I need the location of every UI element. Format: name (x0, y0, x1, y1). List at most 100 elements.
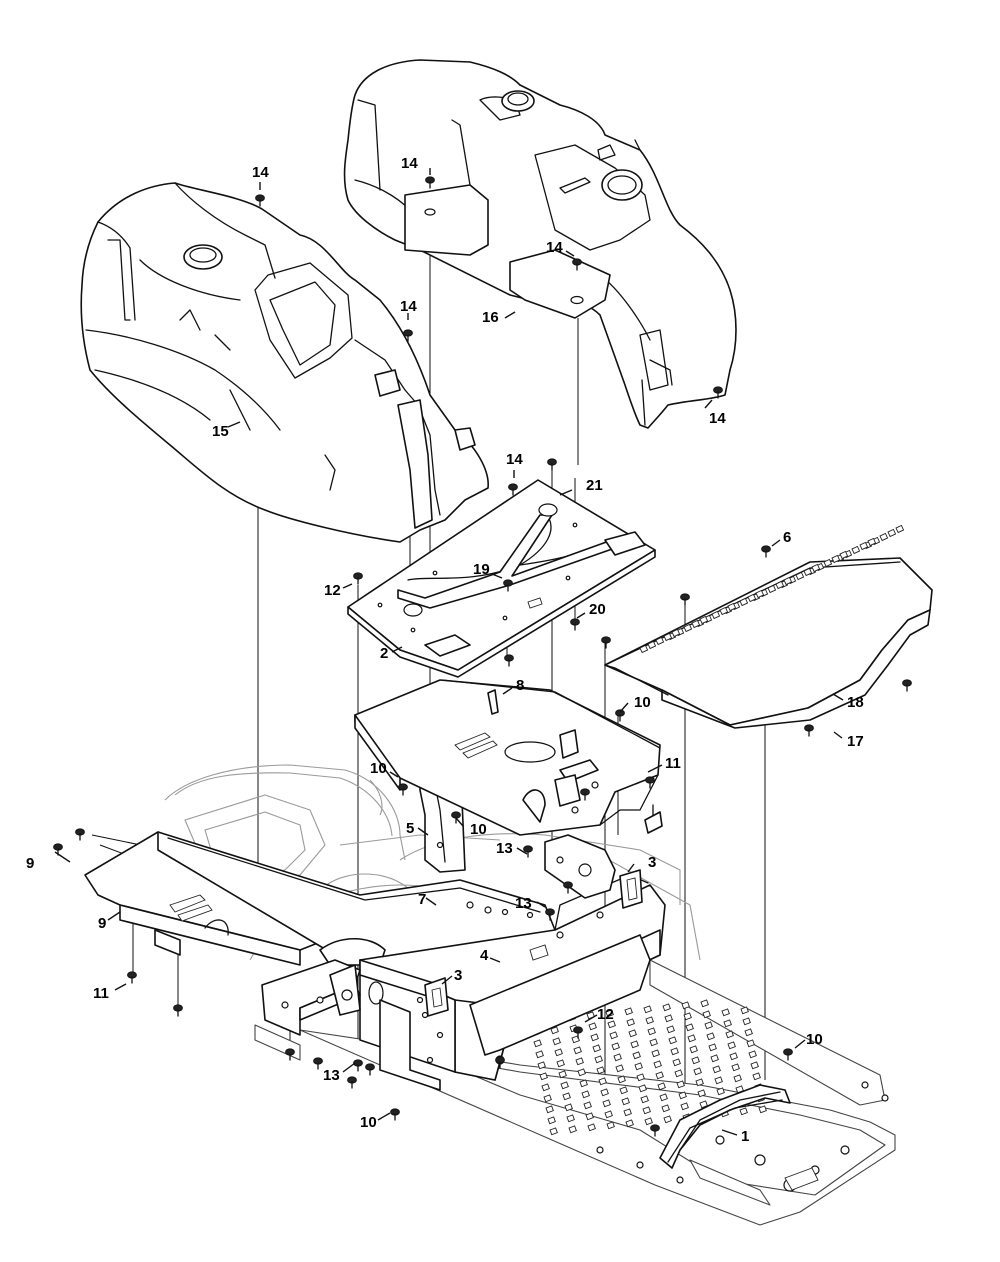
mesh-hole (752, 1072, 761, 1081)
bolt-icon (353, 1059, 363, 1072)
middle-plate-part-8 (354, 679, 661, 836)
mesh-hole (714, 1076, 723, 1085)
vent-slot (711, 610, 721, 620)
bolt-icon (285, 1048, 295, 1061)
bolt-icon (495, 1056, 505, 1069)
mesh-hole (605, 1009, 614, 1018)
bolt-icon (570, 618, 580, 631)
callout-3: 3 (648, 854, 656, 871)
mesh-hole (659, 1093, 668, 1102)
mesh-hole (613, 1053, 622, 1062)
bolt-icon (313, 1057, 323, 1070)
mesh-hole (725, 1030, 734, 1039)
mesh-hole (676, 1080, 685, 1089)
mesh-hole (731, 1063, 740, 1072)
callout-10: 10 (806, 1031, 823, 1048)
callout-10: 10 (634, 694, 651, 711)
bolt-icon (353, 572, 363, 585)
bolt-icon (75, 828, 85, 841)
vent-slot (767, 584, 777, 594)
mesh-hole (588, 1022, 597, 1031)
mesh-hole (587, 1123, 596, 1132)
mesh-hole (712, 1065, 721, 1074)
mesh-hole (670, 1047, 679, 1056)
bolt-icon (390, 1108, 400, 1121)
callout-1: 1 (741, 1128, 749, 1145)
mesh-hole (758, 1105, 767, 1114)
mesh-hole (647, 1027, 656, 1036)
callout-3: 3 (454, 967, 462, 984)
mesh-hole (642, 1106, 651, 1115)
bolt-icon (783, 1048, 793, 1061)
front-left-bracket (261, 959, 361, 1036)
mesh-hole (662, 1003, 671, 1012)
mesh-hole (566, 1114, 575, 1123)
callout-14: 14 (252, 164, 269, 181)
vent-slot (895, 524, 905, 534)
mesh-hole (708, 1043, 717, 1052)
mesh-hole (700, 999, 709, 1008)
vent-slot (867, 537, 877, 547)
vent-slot (811, 563, 821, 573)
bolt-icon (403, 329, 413, 342)
mesh-hole (699, 1100, 708, 1109)
mesh-hole (640, 1095, 649, 1104)
mesh-hole (704, 1021, 713, 1030)
callout-labels: 14 14 14 14 14 14 15 16 21 12 19 20 2 6 … (26, 155, 864, 1145)
vent-slot (783, 576, 793, 586)
mesh-hole (533, 1039, 542, 1048)
bolt-icon (761, 545, 771, 558)
mesh-hole (678, 1091, 687, 1100)
bolt-icon (563, 881, 573, 894)
bolt-icon (902, 679, 912, 692)
bolt-icon (503, 579, 513, 592)
mesh-hole (615, 1064, 624, 1073)
mesh-hole (541, 1083, 550, 1092)
mesh-hole (596, 1066, 605, 1075)
callout-12: 12 (324, 582, 341, 599)
mesh-hole (739, 1107, 748, 1116)
mesh-hole (721, 1008, 730, 1017)
mesh-hole (663, 1115, 672, 1124)
mesh-hole (746, 1039, 755, 1048)
callout-10: 10 (470, 821, 487, 838)
floor-mesh-grid (529, 999, 767, 1136)
mesh-hole (550, 1026, 559, 1035)
vent-slot (663, 632, 673, 642)
callout-leaders (54, 168, 844, 1136)
mesh-hole (539, 1072, 548, 1081)
mesh-hole (727, 1041, 736, 1050)
callout-14: 14 (400, 298, 417, 315)
mesh-hole (664, 1014, 673, 1023)
bolt-icon (580, 788, 590, 801)
vent-slot (859, 541, 869, 551)
bracket-part-3-right (619, 869, 643, 909)
callout-13: 13 (496, 840, 513, 857)
mesh-hole (651, 1049, 660, 1058)
vent-slot (699, 615, 709, 625)
vent-slot (887, 528, 897, 538)
bolt-icon (573, 1026, 583, 1039)
mesh-hole (623, 1108, 632, 1117)
mesh-hole (575, 1057, 584, 1066)
fastener-glyphs (53, 176, 912, 1137)
vent-slot (655, 636, 665, 646)
support-bracket-right (544, 834, 616, 899)
mesh-hole (689, 1045, 698, 1054)
vent-slot (831, 554, 841, 564)
mesh-hole (543, 1094, 552, 1103)
vent-slot (823, 558, 833, 568)
mesh-hole (606, 1121, 615, 1130)
mesh-hole (579, 1079, 588, 1088)
callout-14: 14 (709, 410, 726, 427)
bolt-icon (713, 386, 723, 399)
mesh-hole (535, 1050, 544, 1059)
mesh-hole (742, 1017, 751, 1026)
mesh-hole (600, 1088, 609, 1097)
vent-slot (727, 602, 737, 612)
vent-slot (879, 532, 889, 542)
mesh-hole (624, 1007, 633, 1016)
vent-slot (671, 628, 681, 638)
mesh-hole (687, 1034, 696, 1043)
mesh-hole (577, 1068, 586, 1077)
